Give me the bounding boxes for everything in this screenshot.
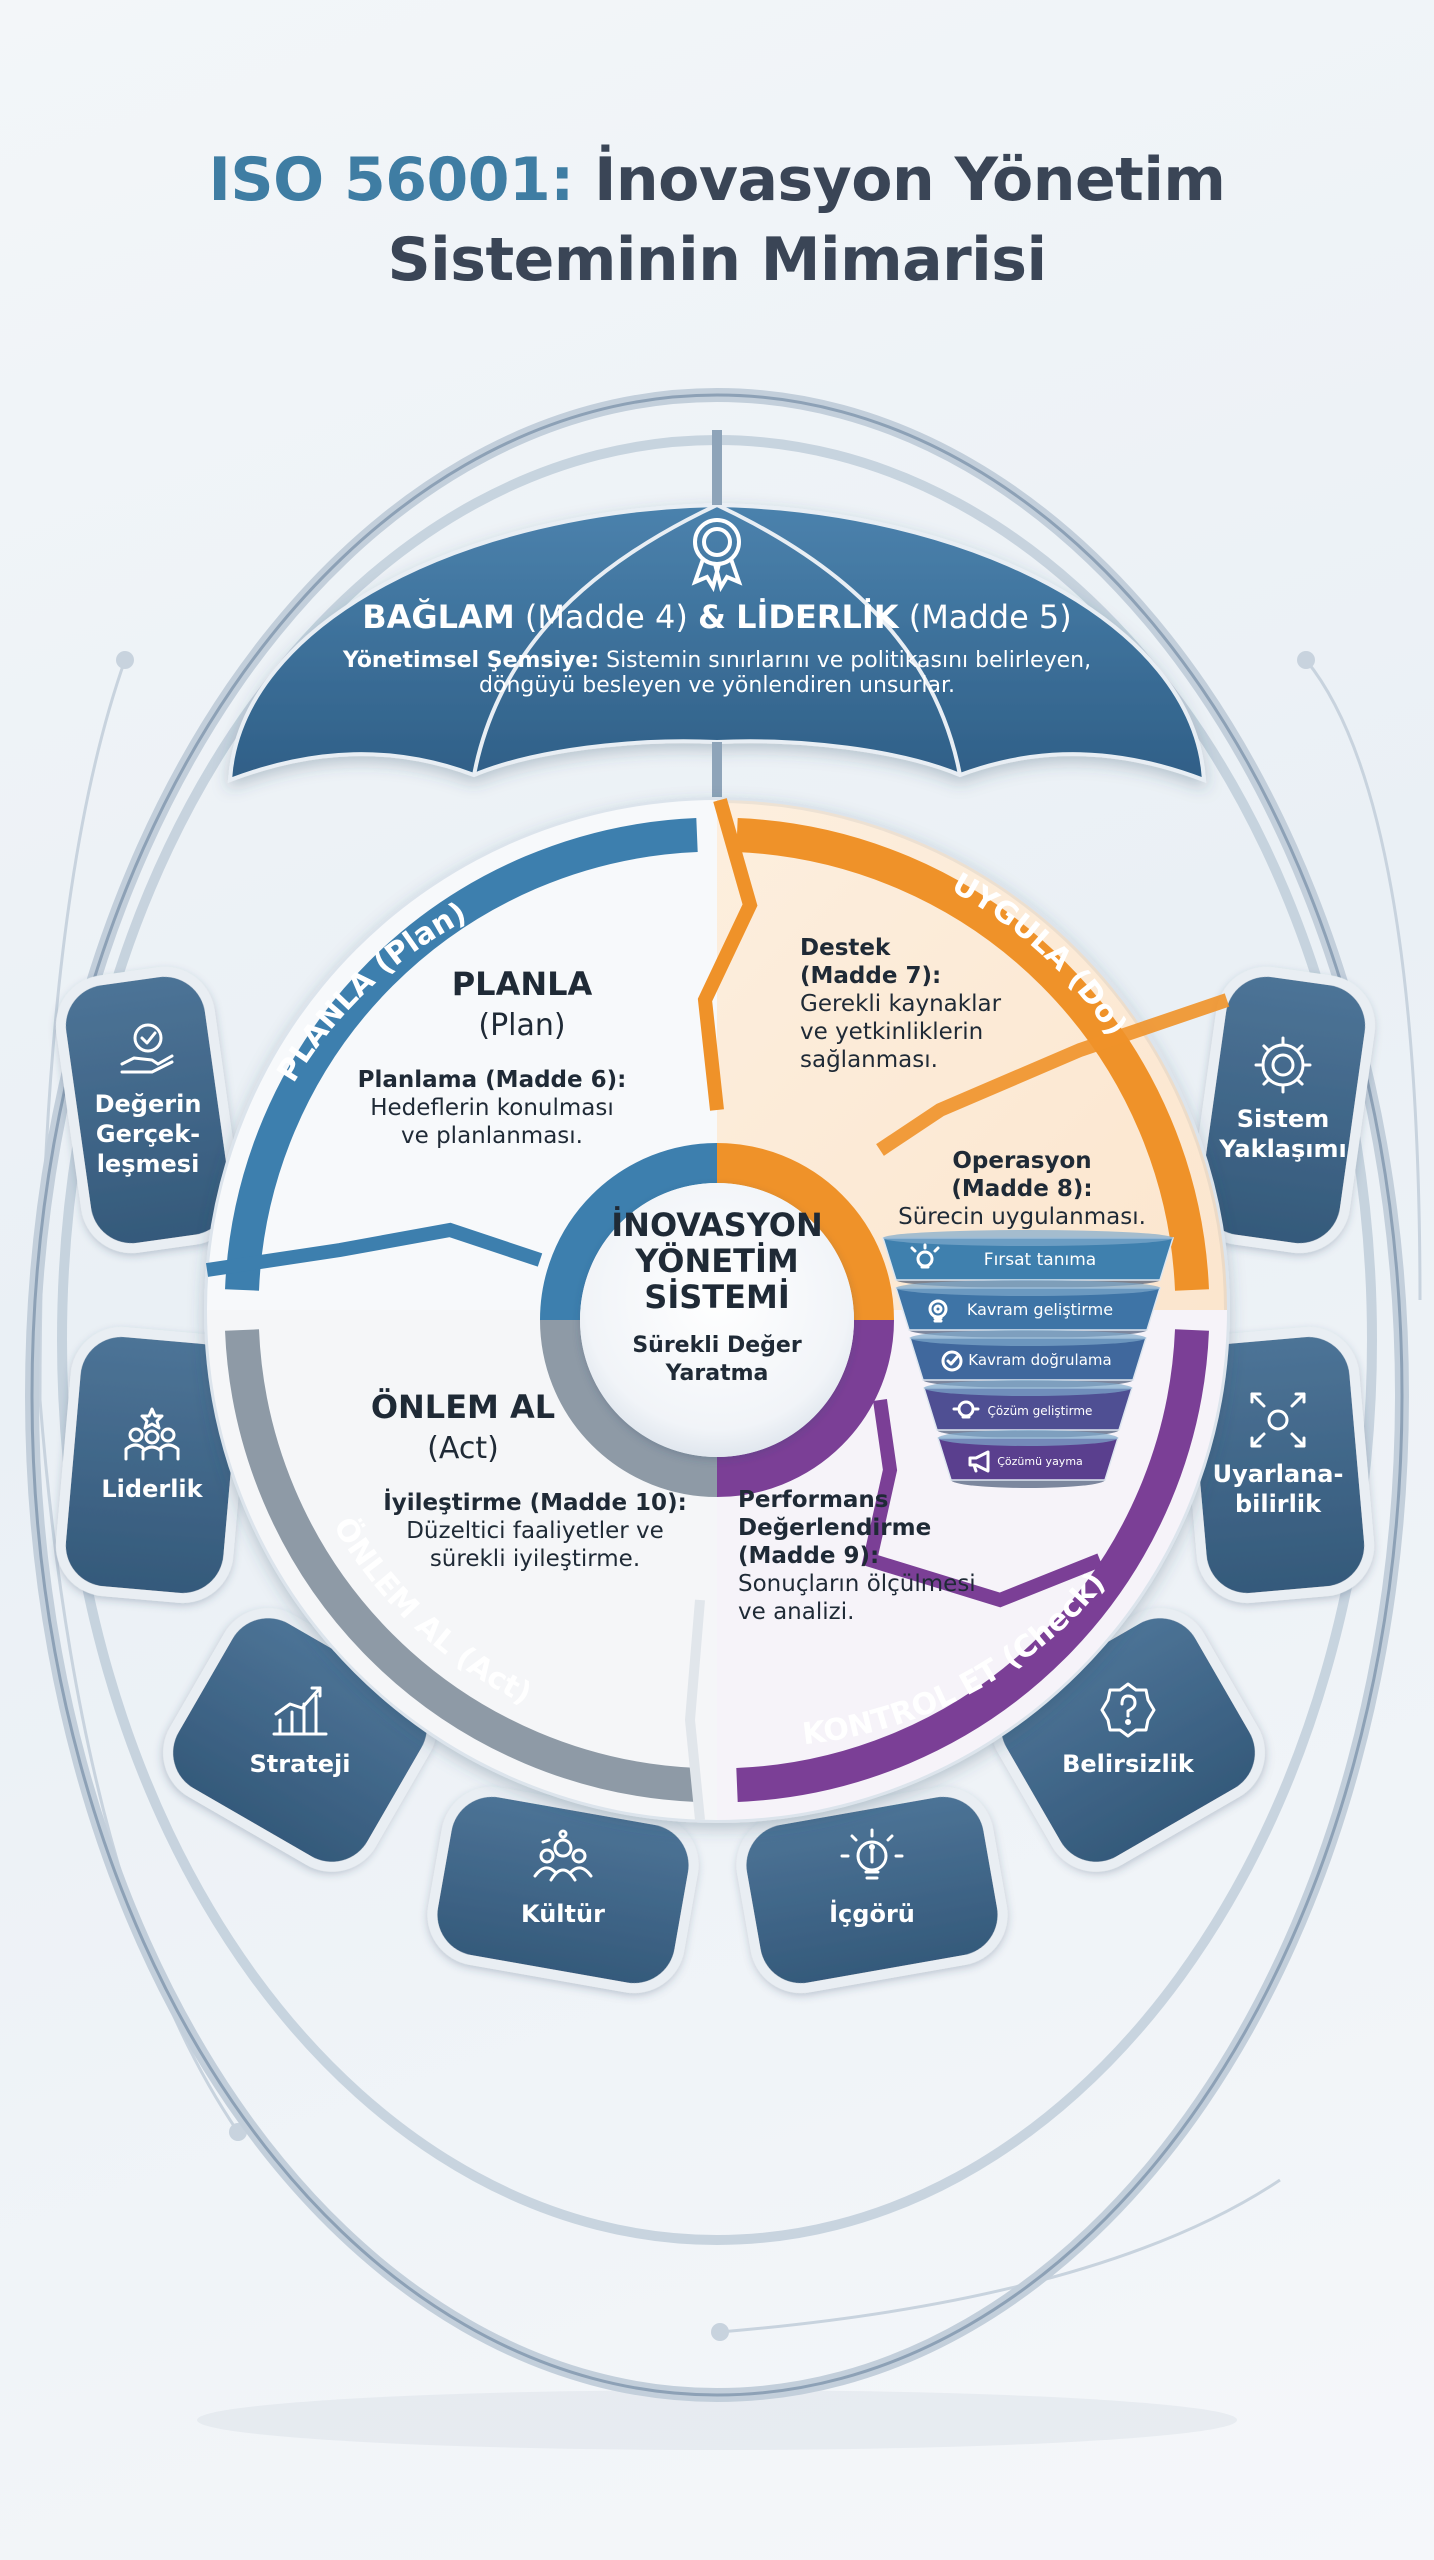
pod-label: bilirlik <box>1235 1490 1322 1518</box>
bulb-icon <box>952 1400 980 1419</box>
do-quadrant-text: Destek (Madde 7): Gerekli kaynaklar ve y… <box>800 935 1146 1230</box>
center-hub <box>580 1183 854 1457</box>
plan-desc2: ve planlanması. <box>401 1123 583 1149</box>
pod-label: Liderlik <box>101 1475 203 1503</box>
pod-label: Kültür <box>521 1900 605 1928</box>
pod-label: Uyarlana- <box>1213 1460 1344 1488</box>
funnel-stage-label: Çözümü yayma <box>997 1455 1083 1468</box>
act-desc2: sürekli iyileştirme. <box>430 1546 640 1572</box>
act-arc <box>225 1329 698 1802</box>
destek-desc3: sağlanması. <box>800 1047 938 1073</box>
question-badge-icon <box>1100 1682 1156 1738</box>
lightbulb-icon <box>910 1243 940 1269</box>
pod-label: Yaklaşımı <box>1218 1135 1347 1163</box>
center-sub1: Sürekli Değer <box>632 1333 802 1358</box>
pod-label: Değerin <box>95 1090 202 1118</box>
destek-title1: Destek <box>800 935 891 961</box>
act-title: ÖNLEM AL <box>371 1388 555 1426</box>
funnel-stage-label: Çözüm geliştirme <box>988 1404 1093 1418</box>
center-line1: İNOVASYON <box>611 1206 822 1244</box>
center-text: İNOVASYON YÖNETİM SİSTEMİ Sürekli Değer … <box>611 1206 822 1386</box>
pod-shape <box>55 966 241 1254</box>
insight-bulb-icon <box>840 1828 904 1880</box>
plan-desc1: Hedeflerin konulması <box>370 1095 614 1121</box>
op-title1: Operasyon <box>952 1148 1091 1174</box>
pod-shape <box>427 1786 699 1994</box>
principle-pod-icgoru: İçgörü <box>736 1786 1008 1994</box>
check-circle-icon <box>941 1350 963 1372</box>
title-line2: Sisteminin Mimarisi <box>387 225 1047 295</box>
award-ribbon-icon <box>691 518 743 593</box>
umbrella-canopy <box>227 502 1207 783</box>
destek-title2: (Madde 7): <box>800 963 941 989</box>
pod-label: leşmesi <box>97 1150 200 1178</box>
op-title2: (Madde 8): <box>951 1176 1092 1202</box>
quadrant-do-fill <box>717 800 1227 1310</box>
principle-pods: DeğerinGerçek-leşmesiLiderlikStratejiKül… <box>55 966 1376 1994</box>
quadrant-plan-fill <box>207 800 717 1310</box>
act-quadrant-text: ÖNLEM AL (Act) İyileştirme (Madde 10): D… <box>371 1388 687 1572</box>
check-quadrant-text: Performans Değerlendirme (Madde 9): Sonu… <box>738 1487 976 1625</box>
destek-desc1: Gerekli kaynaklar <box>800 991 1002 1017</box>
umbrella-heading: BAĞLAM (Madde 4) & LİDERLİK (Madde 5) <box>362 597 1072 636</box>
plan-clause: Planlama (Madde 6): <box>358 1067 627 1093</box>
plan-subtitle: (Plan) <box>478 1008 565 1043</box>
funnel-stage: Çözümü yayma <box>936 1430 1120 1488</box>
principle-pod-uyarlanabilirlik: Uyarlana-bilirlik <box>1181 1327 1375 1603</box>
pod-label: Strateji <box>250 1750 351 1778</box>
funnel-stage: Çözüm geliştirme <box>922 1380 1134 1438</box>
pdca-wheel <box>204 797 1230 1823</box>
title-prefix: ISO 56001: <box>208 145 575 215</box>
check-desc2: ve analizi. <box>738 1599 854 1625</box>
plan-quadrant-text: PLANLA (Plan) Planlama (Madde 6): Hedefl… <box>358 965 627 1149</box>
title-line1: İnovasyon Yönetim <box>594 145 1226 215</box>
act-clause: İyileştirme (Madde 10): <box>383 1488 687 1516</box>
check-title3: (Madde 9): <box>738 1543 879 1569</box>
center-sub2: Yaratma <box>665 1361 769 1386</box>
pod-label: Belirsizlik <box>1062 1750 1195 1778</box>
destek-desc2: ve yetkinliklerin <box>800 1019 983 1045</box>
pod-label: Gerçek- <box>96 1120 200 1148</box>
funnel-stage-label: Fırsat tanıma <box>984 1250 1096 1270</box>
pod-label: İçgörü <box>829 1899 915 1928</box>
center-line2: YÖNETİM <box>634 1242 798 1280</box>
check-title2: Değerlendirme <box>738 1515 931 1541</box>
growth-chart-icon <box>272 1686 328 1736</box>
umbrella-desc-line2: döngüyü besleyen ve yönlendiren unsurlar… <box>479 673 955 698</box>
funnel-stage: Kavram geliştirme <box>894 1280 1162 1338</box>
pod-shape <box>1190 966 1376 1254</box>
funnel-stage: Kavram doğrulama <box>908 1330 1148 1388</box>
page-title: ISO 56001: İnovasyon Yönetim Sisteminin … <box>0 140 1434 300</box>
team-icon <box>533 1829 593 1882</box>
principle-pod-kultur: Kültür <box>427 1786 699 1994</box>
plan-title: PLANLA <box>452 965 593 1003</box>
megaphone-icon <box>968 1450 990 1473</box>
gear-icon <box>1254 1036 1312 1094</box>
funnel-stage-label: Kavram doğrulama <box>968 1351 1111 1369</box>
pod-label: Sistem <box>1237 1105 1330 1133</box>
act-subtitle: (Act) <box>427 1431 499 1466</box>
funnel-stage-label: Kavram geliştirme <box>967 1300 1113 1319</box>
do-arc <box>736 818 1209 1291</box>
umbrella-desc-line1: Yönetimsel Şemsiye: Sistemin sınırlarını… <box>342 648 1091 673</box>
check-arc <box>736 1329 1209 1802</box>
op-desc: Sürecin uygulanması. <box>898 1204 1146 1230</box>
hand-check-icon <box>120 1023 174 1074</box>
bulb-gear-icon <box>928 1299 948 1323</box>
center-line3: SİSTEMİ <box>644 1278 789 1316</box>
check-desc1: Sonuçların ölçülmesi <box>738 1571 976 1597</box>
adapt-arrows-icon <box>1250 1392 1306 1448</box>
pod-shape <box>736 1786 1008 1994</box>
act-desc1: Düzeltici faaliyetler ve <box>406 1518 664 1544</box>
plan-arc <box>225 818 698 1291</box>
funnel-stage: Fırsat tanıma <box>881 1230 1175 1288</box>
leadership-people-icon <box>124 1407 180 1461</box>
check-title1: Performans <box>738 1487 889 1513</box>
